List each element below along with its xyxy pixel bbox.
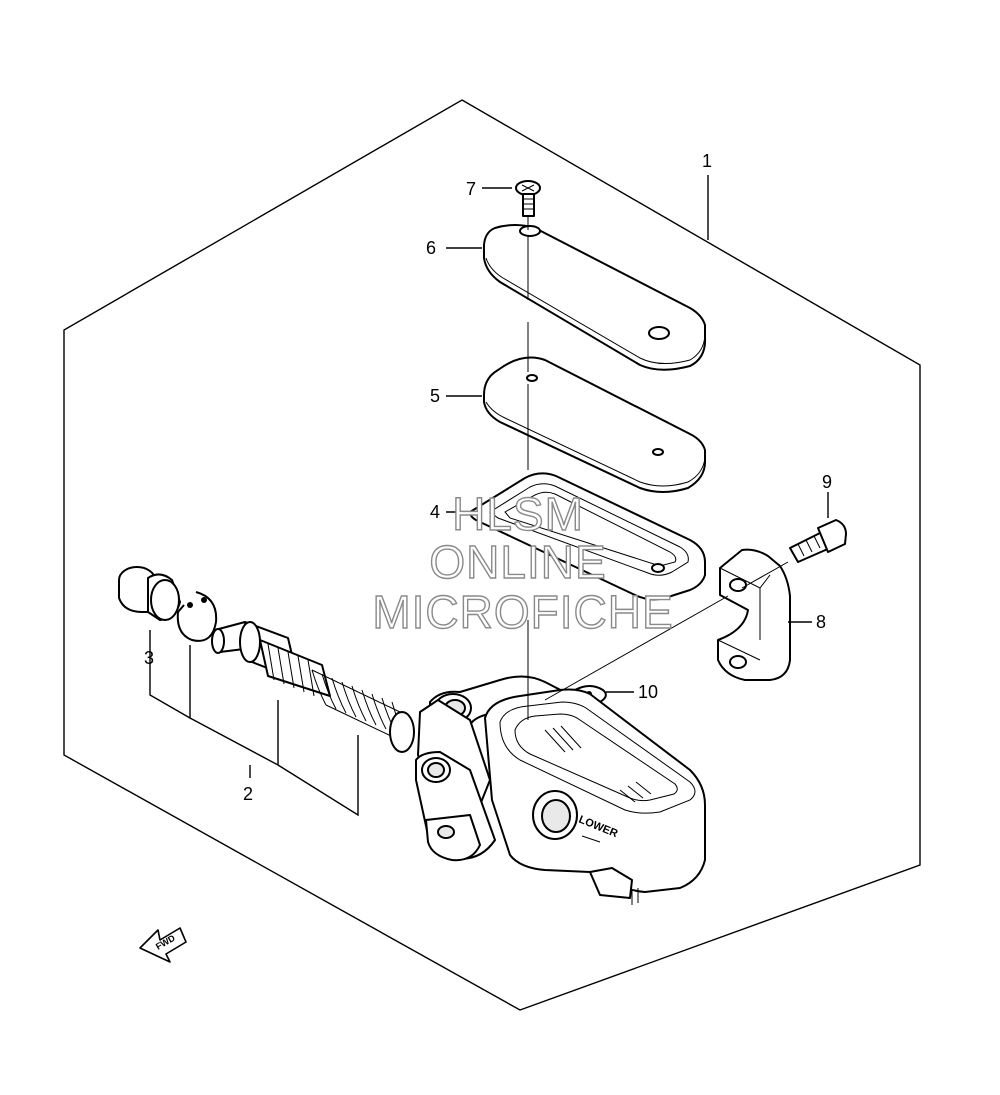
callout-5: 5 — [430, 386, 440, 406]
callout-labels: 1 2 3 4 5 6 7 8 9 10 — [144, 151, 832, 804]
clamp-part-8 — [717, 548, 791, 681]
watermark: HLSM ONLINE MICROFICHE — [372, 487, 674, 638]
watermark-line-1: HLSM — [452, 488, 584, 540]
leader-lines — [149, 175, 829, 817]
watermark-line-2: ONLINE — [429, 536, 606, 588]
callout-3: 3 — [144, 648, 154, 668]
watermark-line-3: MICROFICHE — [372, 586, 673, 638]
screw-part-7 — [515, 180, 541, 217]
reservoir-cap-part-6 — [483, 224, 707, 371]
assembly-outline — [63, 99, 921, 1011]
callout-2: 2 — [243, 784, 253, 804]
callout-1: 1 — [702, 151, 712, 171]
circlip — [176, 591, 218, 642]
boot-part-3 — [118, 566, 181, 621]
callout-4: 4 — [430, 502, 440, 522]
callout-9: 9 — [822, 472, 832, 492]
piston-spring — [211, 621, 415, 753]
plate-part-5 — [483, 356, 706, 493]
bolt-part-9 — [789, 519, 847, 563]
diaphragm-part-4 — [469, 472, 706, 601]
callout-7: 7 — [466, 179, 476, 199]
callout-6: 6 — [426, 238, 436, 258]
master-cylinder-body: LOWER — [415, 675, 706, 905]
callout-10: 10 — [638, 682, 658, 702]
callout-8: 8 — [816, 612, 826, 632]
forward-arrow: FWD — [139, 927, 187, 963]
